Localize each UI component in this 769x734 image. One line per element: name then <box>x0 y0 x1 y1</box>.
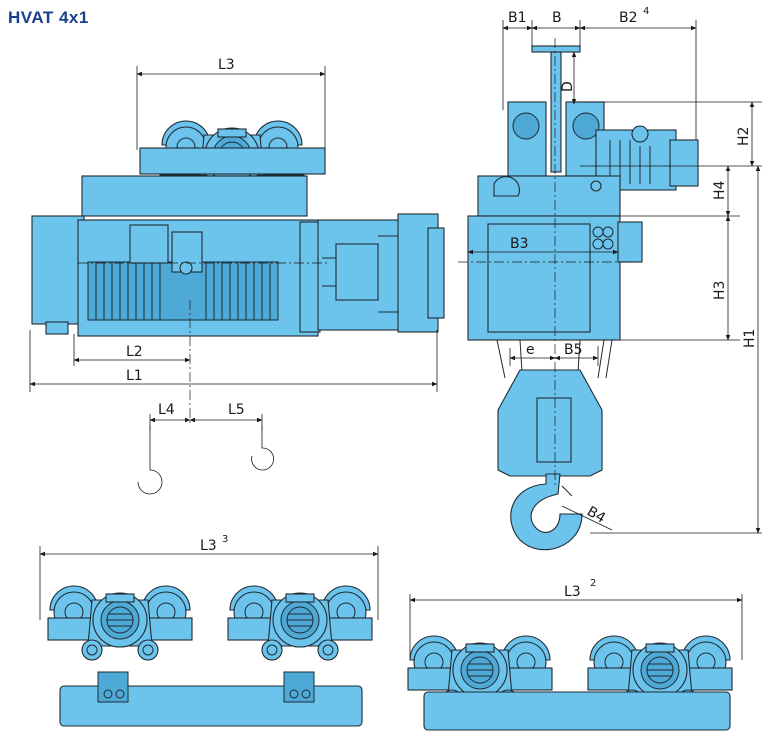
double-trolley-left-view <box>47 585 373 727</box>
footnote-B2: 4 <box>643 6 649 17</box>
dim-label-L3-two-trolley-low: L3 <box>564 584 581 600</box>
hoist-front-view <box>31 120 445 495</box>
dim-label-H3: H3 <box>712 281 728 300</box>
footnote-L3-two-trolley: 3 <box>222 534 228 545</box>
dim-label-L1: L1 <box>126 368 143 384</box>
dim-label-L2: L2 <box>126 344 143 360</box>
dim-label-B2: B2 <box>619 10 638 26</box>
dim-label-e: e <box>526 342 535 358</box>
double-trolley-right-view <box>407 635 733 731</box>
rope-drum-grooves <box>95 262 271 320</box>
dim-label-B4: B4 <box>584 504 608 527</box>
dim-label-H2: H2 <box>736 127 752 146</box>
dim-label-L3: L3 <box>218 57 235 73</box>
dim-label-B: B <box>552 10 562 26</box>
dim-label-H1: H1 <box>742 329 758 348</box>
hoist-side-view <box>458 38 699 551</box>
footnote-L3-two-trolley-low: 2 <box>590 578 596 589</box>
dim-label-D: D <box>560 81 576 92</box>
dim-label-L4: L4 <box>158 402 175 418</box>
dim-label-H4: H4 <box>712 180 728 200</box>
dim-label-L3-two-trolley: L3 <box>200 538 217 554</box>
dimension-lines <box>29 20 762 660</box>
dim-label-L5: L5 <box>228 402 245 418</box>
dim-label-B1: B1 <box>508 10 527 26</box>
dim-label-B5: B5 <box>564 342 583 358</box>
page-title: HVAT 4x1 <box>8 8 89 27</box>
dimension-labels: L3 L1 L2 L4 L5 B1 B B2 4 D H2 H4 H3 H1 B… <box>126 6 758 600</box>
dim-label-B3: B3 <box>510 236 529 252</box>
